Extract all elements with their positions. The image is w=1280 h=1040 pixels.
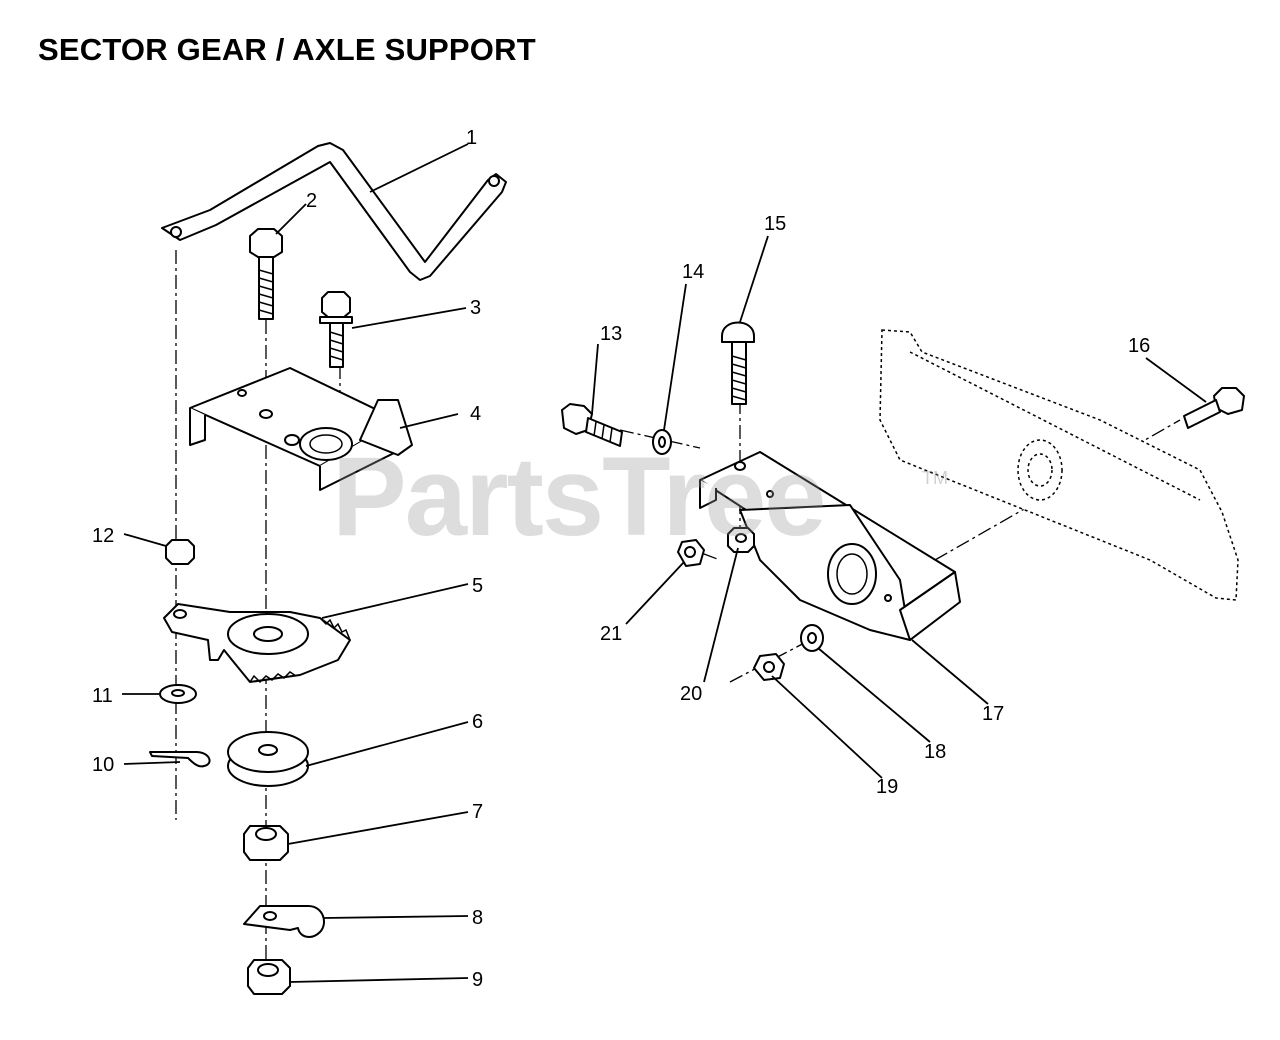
nut-part-19 [753,653,785,681]
callout-8: 8 [472,907,483,929]
callout-10: 10 [92,754,114,776]
bolt-part-16 [1183,387,1245,429]
hex-bolt-part-2 [249,228,283,320]
bolt-part-13 [561,403,623,447]
callout-7: 7 [472,801,483,823]
flange-nut-part-7 [243,825,289,861]
nut-part-9 [247,959,291,995]
cotter-pin-part-10 [149,751,211,768]
callout-15: 15 [764,213,786,235]
assembly-centerlines [175,250,1181,975]
callout-21: 21 [600,623,622,645]
carriage-bolt-part-15 [721,321,755,405]
pivot-bracket-part-4 [189,367,413,491]
callout-16: 16 [1128,335,1150,357]
washer-part-14 [652,429,672,455]
front-axle-phantom [879,329,1239,601]
nut-part-12 [165,539,195,565]
washer-part-11 [159,684,197,704]
callout-9: 9 [472,969,483,991]
callout-20: 20 [680,683,702,705]
sector-gear-part-5 [163,603,351,684]
nut-part-20 [727,527,755,553]
callout-4: 4 [470,403,481,425]
callout-18: 18 [924,741,946,763]
callout-11: 11 [92,685,113,707]
callout-5: 5 [472,575,483,597]
shoulder-bolt-part-3 [319,291,353,368]
nut-part-21 [677,539,705,567]
axle-support-part-17 [699,451,961,641]
callout-6: 6 [472,711,483,733]
washer-part-18 [800,624,824,652]
leader-lines [122,143,1207,983]
callout-3: 3 [470,297,481,319]
partstree-watermark: PartsTree [332,434,827,559]
spacer-part-6 [227,731,309,787]
callout-13: 13 [600,323,622,345]
callout-19: 19 [876,776,898,798]
callout-17: 17 [982,703,1004,725]
page-title: SECTOR GEAR / AXLE SUPPORT [38,32,536,67]
callout-1: 1 [466,127,477,149]
callout-labels: 1 2 3 4 5 6 7 8 9 10 11 12 13 14 15 16 1… [92,127,1150,991]
clip-part-8 [243,905,325,938]
trademark-symbol: TM [922,468,948,488]
callout-12: 12 [92,525,114,547]
callout-2: 2 [306,190,317,212]
callout-14: 14 [682,261,704,283]
drag-link-part-1 [161,142,507,281]
